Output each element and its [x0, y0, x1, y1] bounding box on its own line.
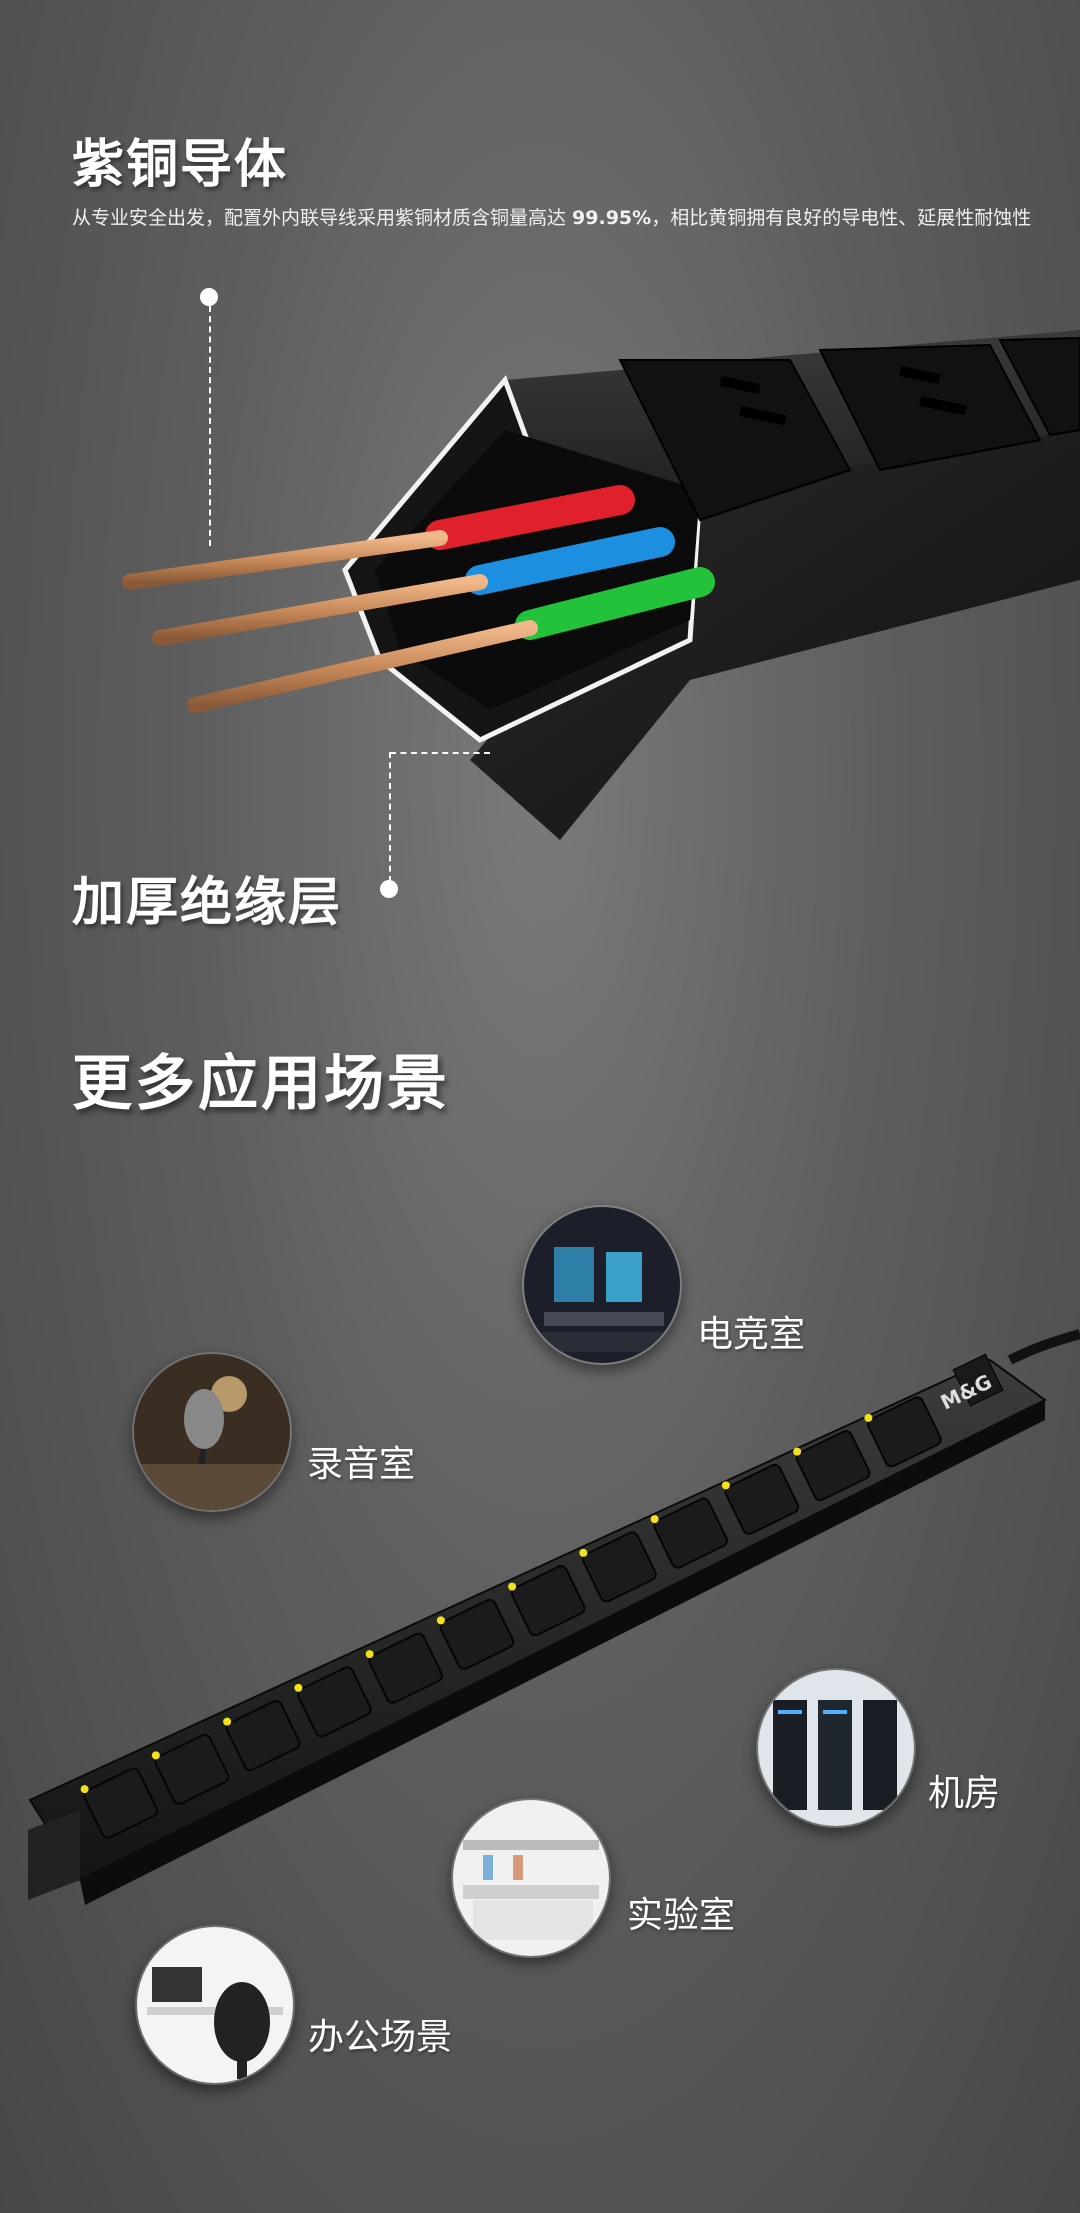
outlet-indicator-light — [579, 1548, 588, 1557]
scenes-title: 更多应用场景 — [72, 1049, 450, 1119]
insulation-callout-line-h — [390, 752, 490, 754]
conductor-title: 紫铜导体 — [72, 135, 289, 195]
outlet-socket — [297, 1666, 372, 1738]
outlet-socket — [724, 1463, 800, 1535]
insulation-callout-dot — [380, 880, 398, 898]
laboratory-picture — [453, 1800, 609, 1956]
outlet-indicator-light — [508, 1582, 517, 1591]
outlet-indicator-light — [223, 1717, 232, 1726]
scene-esports-image — [522, 1205, 682, 1365]
conductor-callout-dot — [200, 288, 218, 306]
conductor-desc-text: 从专业安全出发，配置外内联导线采用紫铜材质含铜量高达 — [72, 207, 573, 229]
scene-office-image — [135, 1925, 295, 2085]
outlet-indicator-light — [864, 1413, 873, 1422]
outlet-indicator-light — [650, 1515, 659, 1524]
outlet-socket — [368, 1632, 443, 1704]
outlet-socket — [83, 1767, 158, 1839]
scene-recording-label: 录音室 — [307, 1444, 416, 1485]
scene-esports-label: 电竞室 — [697, 1314, 806, 1355]
esports-room-picture — [524, 1207, 680, 1363]
outlet-socket — [154, 1733, 230, 1805]
scene-lab-label: 实验室 — [627, 1895, 736, 1936]
outlet-indicator-light — [294, 1683, 303, 1692]
outlet-socket — [510, 1565, 586, 1637]
scene-office-label: 办公场景 — [308, 2017, 453, 2058]
outlet-indicator-light — [793, 1447, 802, 1456]
outlet-indicator-light — [436, 1616, 445, 1625]
scene-lab-image — [451, 1798, 611, 1958]
copper-purity-value: 99.95% — [572, 207, 652, 229]
recording-studio-picture — [134, 1354, 290, 1510]
outlet-socket — [225, 1700, 301, 1772]
outlet-socket — [439, 1598, 515, 1670]
conductor-description: 从专业安全出发，配置外内联导线采用紫铜材质含铜量高达 99.95%，相比黄铜拥有… — [72, 202, 1032, 235]
server-room-picture — [758, 1670, 914, 1826]
outlet-socket — [653, 1497, 728, 1569]
scene-recording-image — [132, 1352, 292, 1512]
conductor-desc-text-end: ，相比黄铜拥有良好的导电性、延展性耐蚀性 — [651, 207, 1032, 229]
conductor-callout-line — [209, 306, 211, 546]
outlet-indicator-light — [721, 1481, 730, 1490]
scene-server-room-label: 机房 — [928, 1773, 1001, 1814]
outlet-indicator-light — [80, 1785, 89, 1794]
scene-server-room-image — [756, 1668, 916, 1828]
power-strip-illustration: M&G — [28, 1329, 1080, 1905]
outlet-indicator-light — [151, 1751, 160, 1760]
office-picture — [137, 1927, 293, 2083]
outlet-socket — [867, 1396, 942, 1468]
outlet-socket — [795, 1430, 871, 1502]
insulation-title: 加厚绝缘层 — [72, 873, 343, 933]
strip-cross-section-illustration — [122, 330, 1080, 840]
insulation-callout-line-v — [389, 752, 391, 882]
outlet-indicator-light — [365, 1650, 374, 1659]
outlet-socket — [582, 1531, 657, 1603]
